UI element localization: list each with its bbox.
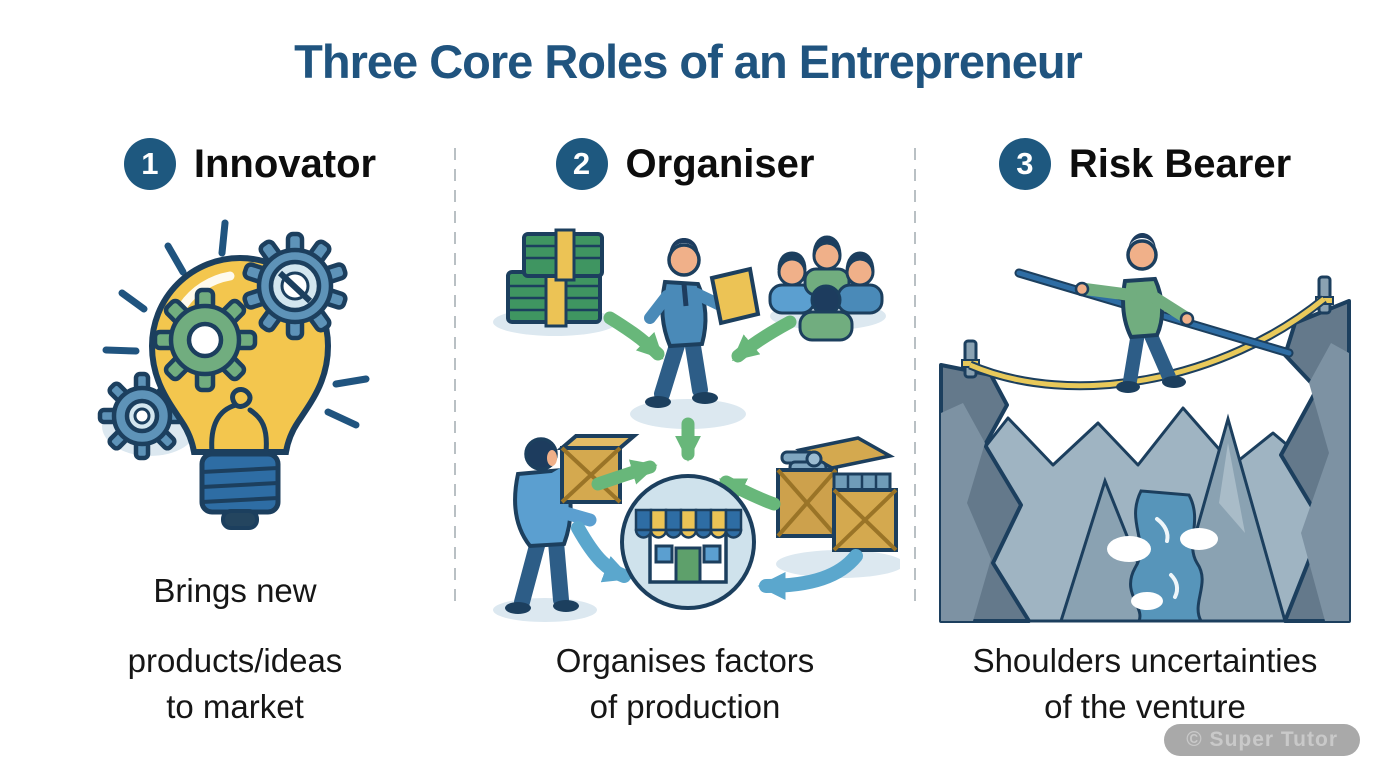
column-header-organiser: 2 Organiser: [470, 135, 900, 193]
tightrope-walker-icon: [933, 203, 1357, 627]
cliffs-icon: [939, 299, 1351, 623]
gear-blue-icon: [242, 231, 348, 341]
money-stack-icon: [506, 228, 604, 328]
column-header-risk-bearer: 3 Risk Bearer: [930, 135, 1360, 193]
filament-icon: [209, 387, 269, 455]
column-divider-1: [454, 148, 456, 608]
caption-line: Shoulders uncertainties: [972, 642, 1318, 679]
crates-icon: [776, 436, 898, 552]
bulb-base-icon: [199, 451, 281, 530]
column-label-risk-bearer: Risk Bearer: [1068, 141, 1292, 186]
watermark-badge: © Super Tutor: [1164, 724, 1360, 756]
river-icon: [1107, 489, 1218, 623]
column-label-organiser: Organiser: [625, 141, 815, 186]
light-rays-icon: [102, 219, 370, 429]
caption-line: of the venture: [1044, 688, 1246, 725]
output-arrows-icon: [571, 521, 863, 600]
page-title: Three Core Roles of an Entrepreneur: [294, 35, 1083, 88]
number-badge-1: 1: [123, 138, 176, 190]
tightrope-icon: [968, 295, 1327, 391]
column-header-innovator: 1 Innovator: [60, 135, 440, 193]
team-icon: [768, 235, 884, 342]
input-arrows-icon: [591, 311, 797, 511]
manager-icon: [644, 238, 761, 408]
caption-line: products/ideas: [127, 642, 343, 679]
shop-icon: [620, 474, 756, 610]
caption-risk-bearer: Shoulders uncertainties of the venture: [920, 638, 1370, 730]
number-badge-3: 3: [998, 138, 1051, 190]
number-badge-2: 2: [555, 138, 608, 190]
worker-carrying-box-icon: [505, 434, 640, 614]
lightbulb-gears-icon: [90, 198, 390, 560]
resource-flow-icon: [460, 212, 900, 630]
caption-line: to market: [166, 688, 304, 725]
caption-line: Brings new: [153, 572, 317, 609]
caption-innovator: Brings new products/ideas to market: [45, 568, 425, 730]
caption-line: Organises factors: [555, 642, 815, 679]
walker-icon: [1074, 233, 1195, 393]
caption-organiser: Organises factors of production: [470, 638, 900, 730]
column-label-innovator: Innovator: [193, 141, 377, 186]
column-divider-2: [914, 148, 916, 608]
caption-line: of production: [589, 688, 781, 725]
gear-green-icon: [152, 287, 258, 393]
